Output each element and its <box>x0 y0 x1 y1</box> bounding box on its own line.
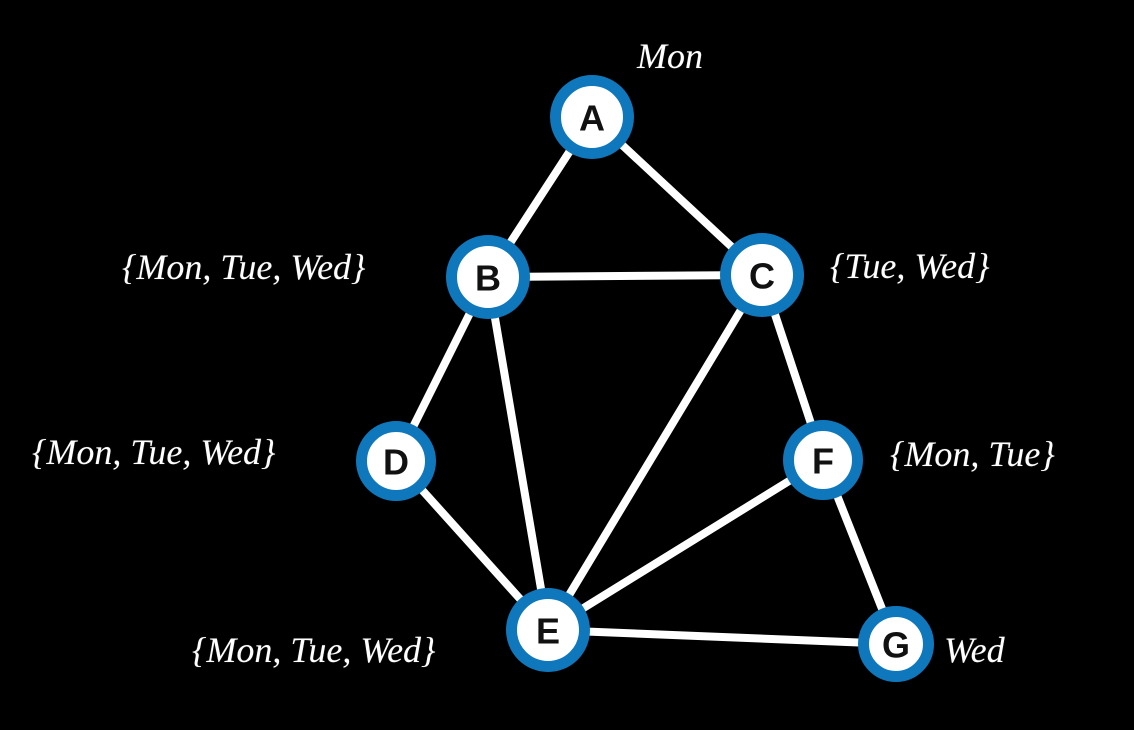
node-circle-c <box>720 233 804 317</box>
domain-label-f: {Mon, Tue} <box>890 434 1055 474</box>
node-letter-b: B <box>475 258 501 299</box>
node-letter-f: F <box>812 441 834 482</box>
nodes-group: A B C D E F G <box>356 75 934 682</box>
node-letter-c: C <box>749 256 775 297</box>
graph-edge-e-f <box>545 456 826 634</box>
node-letter-e: E <box>536 611 560 652</box>
graph-node-c[interactable]: C <box>720 233 804 317</box>
domain-label-d: {Mon, Tue, Wed} <box>32 432 276 472</box>
domain-label-c: {Tue, Wed} <box>830 246 990 286</box>
graph-edge-e-g <box>547 626 897 648</box>
graph-node-b[interactable]: B <box>446 235 530 319</box>
edges-group <box>392 114 900 648</box>
node-circle-d <box>356 421 436 501</box>
domain-label-b: {Mon, Tue, Wed} <box>122 247 366 287</box>
node-letter-g: G <box>882 625 910 666</box>
node-circle-g <box>858 606 934 682</box>
domain-label-g: Wed <box>944 630 1005 670</box>
node-letter-a: A <box>579 98 605 139</box>
graph-node-a[interactable]: A <box>550 75 634 159</box>
graph-node-g[interactable]: G <box>858 606 934 682</box>
node-circle-a <box>550 75 634 159</box>
node-circle-f <box>783 420 863 500</box>
node-circle-b <box>446 235 530 319</box>
node-letter-d: D <box>383 442 409 483</box>
domain-label-a: Mon <box>637 36 703 76</box>
graph-edge-b-e <box>484 276 552 631</box>
graph-node-d[interactable]: D <box>356 421 436 501</box>
node-circle-e <box>506 588 590 672</box>
graph-edge-b-c <box>487 271 763 281</box>
graph-edge-c-e <box>544 272 766 633</box>
graph-node-e[interactable]: E <box>506 588 590 672</box>
graph-node-f[interactable]: F <box>783 420 863 500</box>
domain-label-e: {Mon, Tue, Wed} <box>192 630 436 670</box>
